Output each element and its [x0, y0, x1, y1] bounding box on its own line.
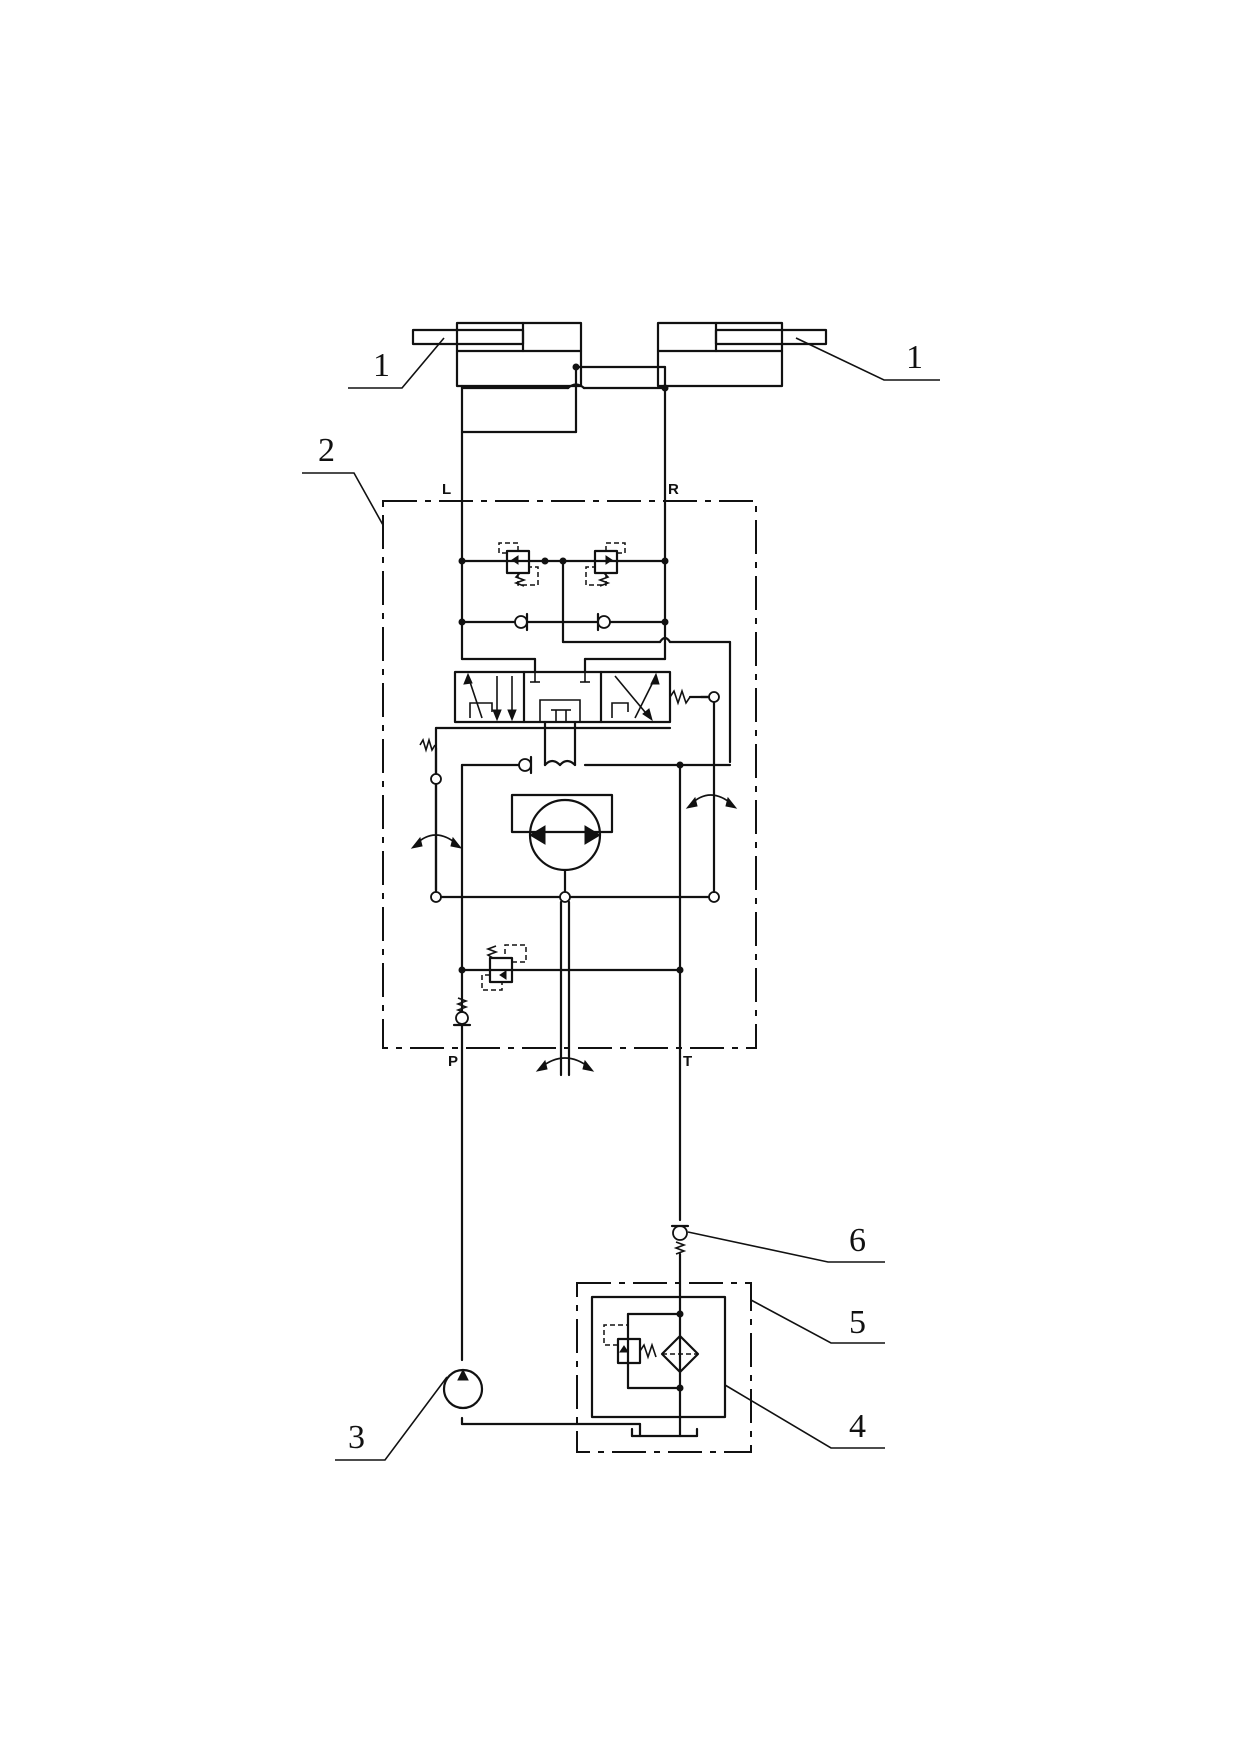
feedback-lines: [410, 691, 738, 903]
label-steering-unit: 2: [318, 432, 335, 469]
svg-text:T: T: [683, 1053, 692, 1070]
label-cylinder-left: 1: [373, 347, 390, 384]
relief-valve-left: [498, 542, 539, 587]
svg-text:P: P: [448, 1053, 458, 1070]
steering-cylinder-right: [656, 321, 828, 388]
svg-text:L: L: [442, 481, 451, 498]
directional-control-valve: [434, 670, 712, 892]
label-tank-unit: 5: [849, 1304, 866, 1341]
port-label-T: T: [683, 1053, 692, 1070]
label-pump: 3: [348, 1419, 365, 1456]
oil-filter: [660, 1334, 700, 1374]
main-relief-valve: [452, 944, 684, 1027]
hydraulic-pump: [442, 1368, 484, 1410]
internal-lines-upper: [458, 549, 732, 764]
label-check-valve: 6: [849, 1222, 866, 1259]
tank-unit: [576, 1282, 752, 1453]
check-valve-left: [514, 612, 529, 632]
svg-text:R: R: [668, 481, 679, 498]
leader-lines: [302, 337, 940, 1461]
metering-motor: [460, 720, 732, 1077]
port-label-R: R: [668, 481, 679, 498]
port-label-P: P: [448, 1053, 458, 1070]
port-label-L: L: [442, 481, 451, 498]
label-filter: 4: [849, 1408, 866, 1445]
relief-valve-right: [585, 542, 626, 587]
pressure-line: [460, 1046, 642, 1438]
steering-cylinder-left: [411, 321, 583, 388]
label-cylinder-right: 1: [906, 339, 923, 376]
return-check-valve: [670, 1224, 690, 1292]
cylinder-connection-lines: [460, 363, 669, 553]
check-valve-right: [596, 612, 611, 632]
